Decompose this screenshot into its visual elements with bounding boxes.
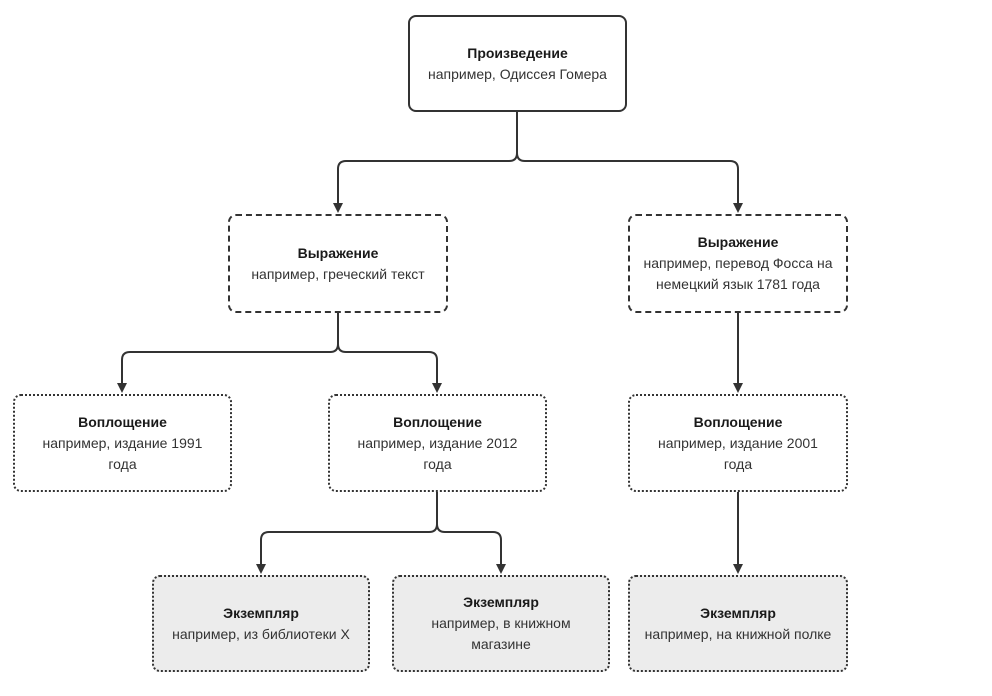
node-work-title: Произведение: [467, 44, 568, 61]
node-expression-2: Выражение например, перевод Фосса на нем…: [628, 214, 848, 313]
node-manifestation-3-subtitle: например, издание 2001 года: [658, 434, 818, 472]
node-manifestation-2-subtitle: например, издание 2012 года: [357, 434, 518, 472]
edge-work-to-expression-1: [333, 112, 518, 213]
edge-manifestation-2-to-item-1: [256, 492, 438, 574]
node-item-3-title: Экземпляр: [700, 604, 776, 621]
node-item-3: Экземпляр например, на книжной полке: [628, 575, 848, 672]
node-manifestation-3-title: Воплощение: [693, 413, 783, 430]
node-item-1-subtitle: например, из библиотеки Х: [172, 625, 350, 642]
node-manifestation-2-title: Воплощение: [393, 413, 482, 430]
node-item-3-subtitle: например, на книжной полке: [644, 625, 832, 642]
node-manifestation-1-title: Воплощение: [78, 413, 167, 430]
node-expression-1-title: Выражение: [297, 244, 379, 261]
node-manifestation-2: Воплощение например, издание 2012 года: [328, 394, 547, 492]
node-item-2-subtitle: например, в книжном магазине: [431, 615, 571, 652]
node-manifestation-1-subtitle: например, издание 1991 года: [42, 434, 203, 472]
edge-expression-1-to-manifestation-1: [117, 313, 339, 393]
edge-work-to-expression-2: [516, 112, 743, 213]
node-expression-1-subtitle: например, греческий текст: [251, 265, 425, 282]
node-manifestation-3: Воплощение например, издание 2001 года: [628, 394, 848, 492]
node-item-1: Экземпляр например, из библиотеки Х: [152, 575, 370, 672]
node-expression-2-subtitle: например, перевод Фосса на немецкий язык…: [643, 255, 833, 292]
node-work-subtitle: например, Одиссея Гомера: [428, 65, 607, 82]
node-item-2: Экземпляр например, в книжном магазине: [392, 575, 610, 672]
node-expression-2-title: Выражение: [697, 234, 779, 250]
node-item-2-title: Экземпляр: [463, 594, 539, 610]
node-manifestation-1: Воплощение например, издание 1991 года: [13, 394, 232, 492]
edge-manifestation-2-to-item-2: [436, 492, 506, 574]
node-expression-1: Выражение например, греческий текст: [228, 214, 448, 313]
node-item-1-title: Экземпляр: [223, 604, 299, 621]
node-work: Произведение например, Одиссея Гомера: [408, 15, 627, 112]
edge-expression-1-to-manifestation-2: [337, 313, 442, 393]
